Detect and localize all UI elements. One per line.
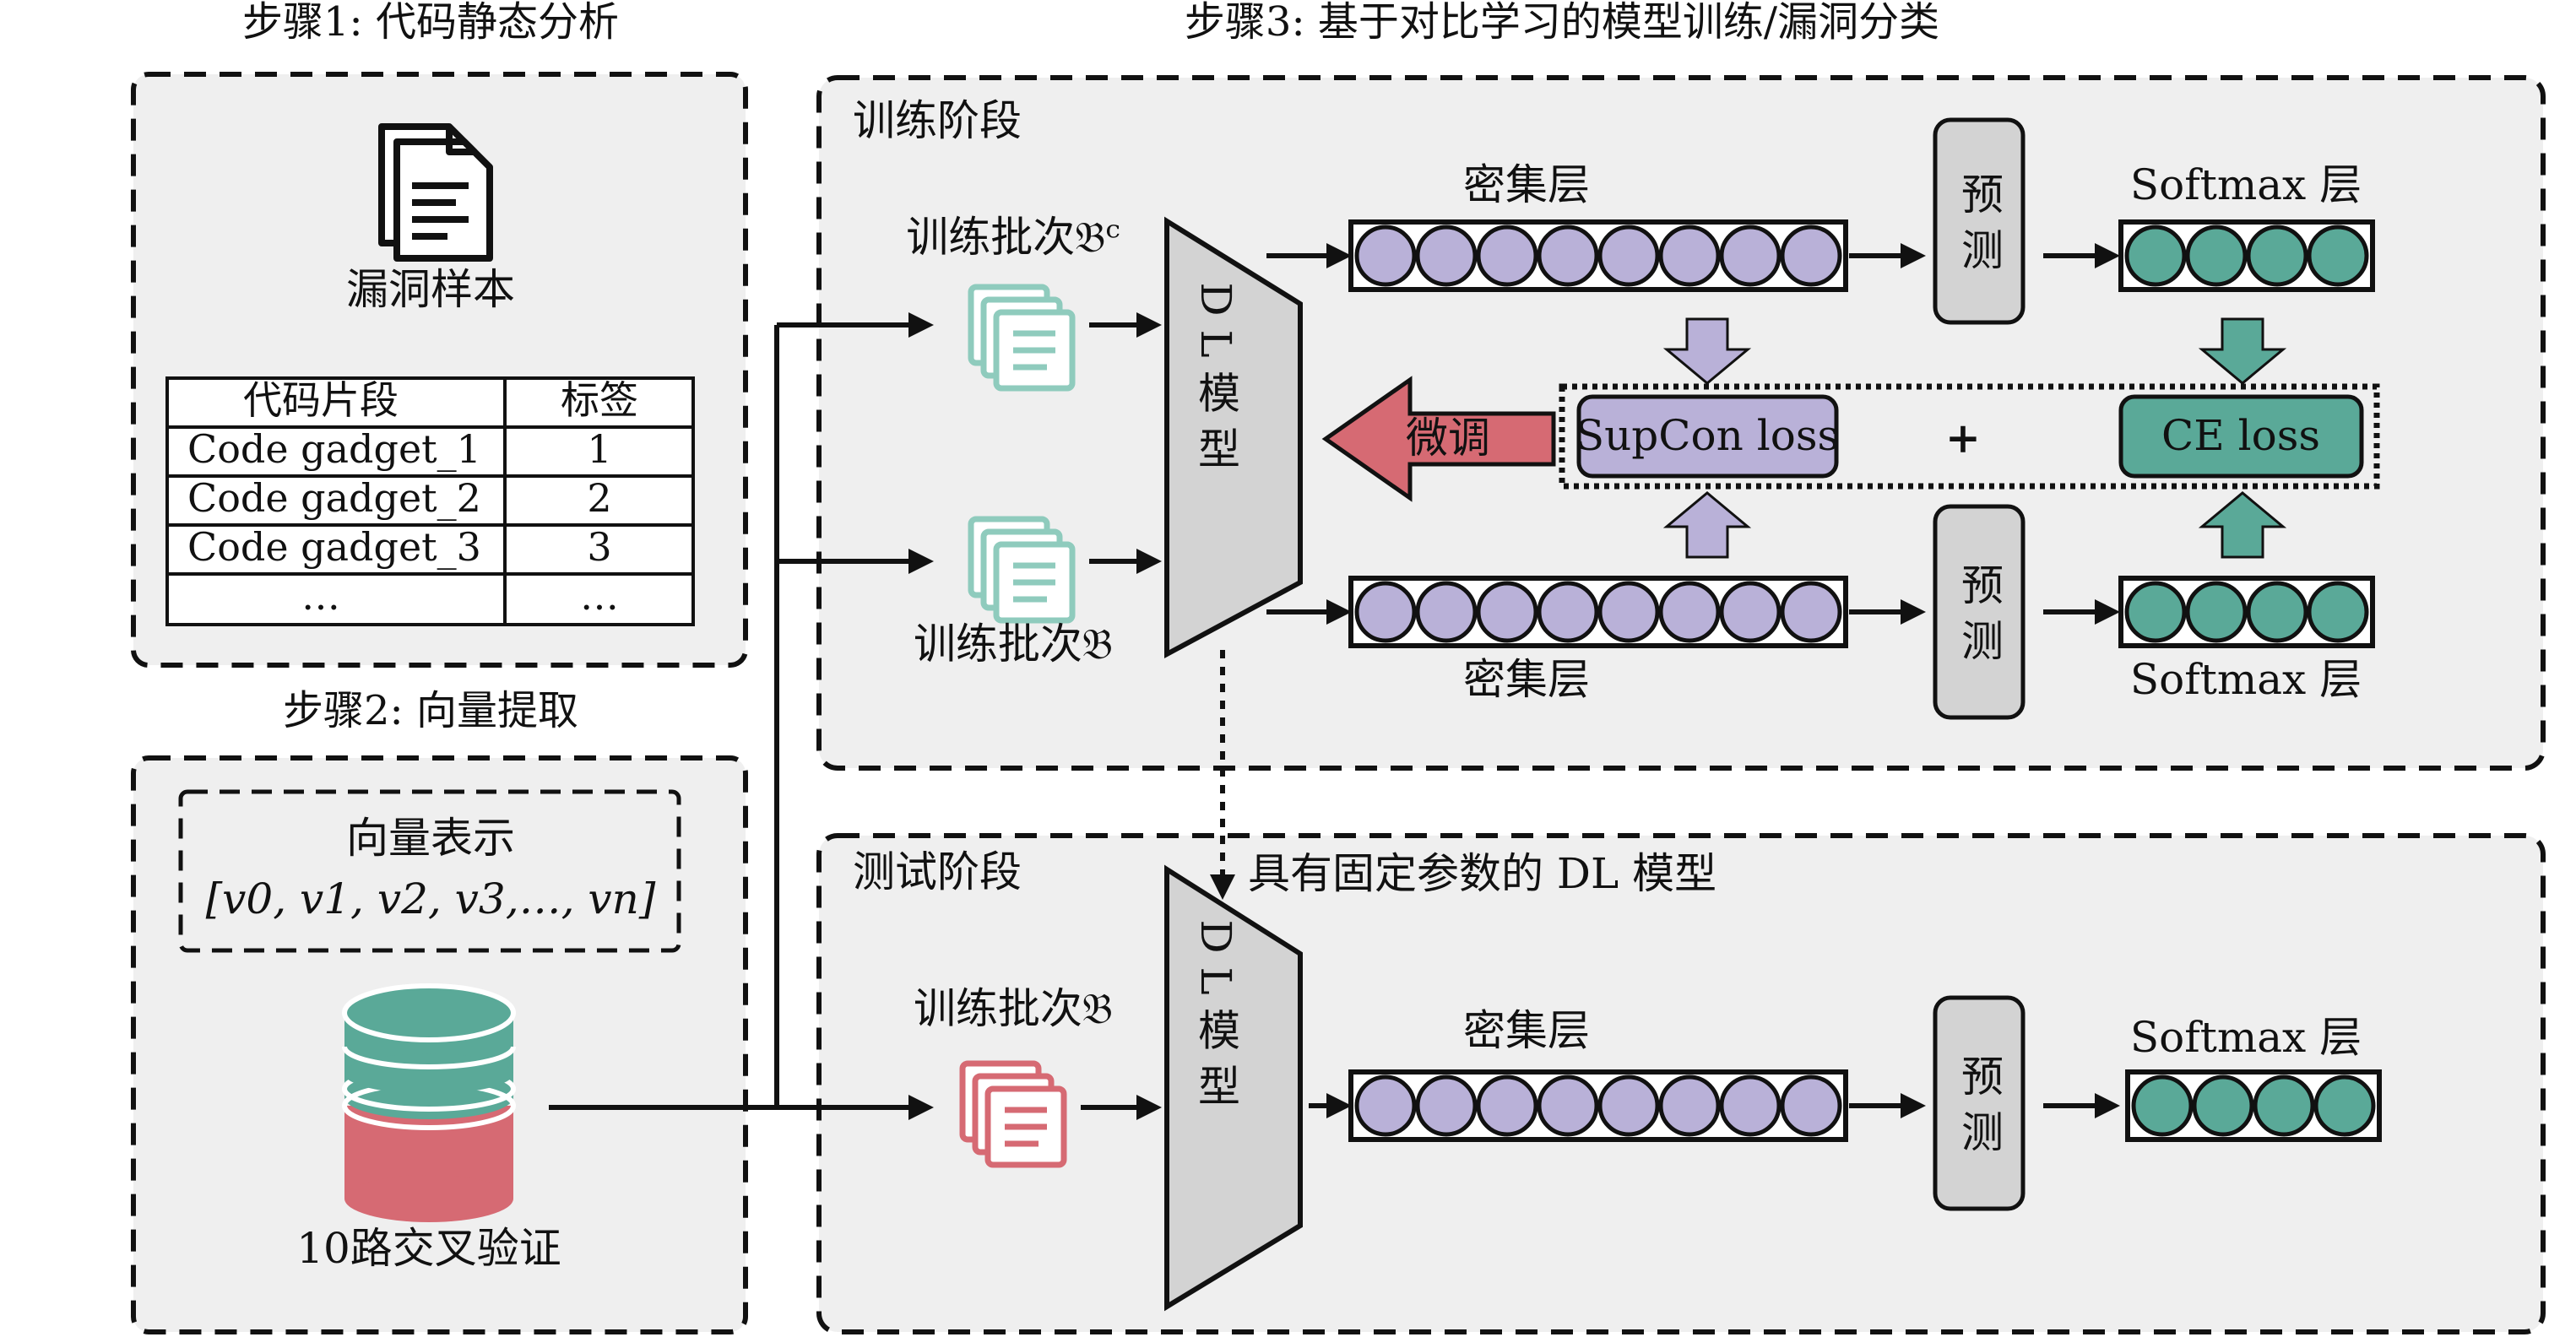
predict-label: 预 测 — [1955, 172, 2004, 270]
softmax-node — [2307, 225, 2369, 287]
dense-node — [1597, 581, 1660, 643]
dense-layers — [1348, 219, 1848, 1142]
batch-c-icon — [968, 284, 1076, 392]
predict-box-train-top — [1933, 117, 2026, 325]
test-batch-icon — [959, 1060, 1067, 1168]
table-cell: 2 — [587, 475, 611, 521]
softmax-layers — [2118, 219, 2382, 1142]
dense-node — [1476, 225, 1538, 287]
dl-model-test — [1164, 864, 1303, 1312]
dense-node — [1354, 581, 1417, 643]
dense-node — [1597, 225, 1660, 287]
dense-node — [1415, 581, 1478, 643]
vector-representation-box — [178, 789, 681, 953]
dense-node — [1354, 225, 1417, 287]
dense-node — [1719, 1074, 1782, 1137]
softmax-node — [2185, 225, 2248, 287]
loss-group — [1559, 383, 2380, 490]
dense-node — [1537, 225, 1599, 287]
dense-node — [1780, 581, 1842, 643]
softmax-label: Softmax 层 — [2130, 160, 2362, 209]
supcon-loss-box — [1576, 394, 1839, 479]
dense-node — [1537, 1074, 1599, 1137]
loss-block-arrows — [1662, 317, 2287, 559]
document-icon — [378, 123, 493, 262]
dense-node — [1537, 581, 1599, 643]
batch-arrows — [1081, 312, 1162, 1120]
table-cell: Code gadget_2 — [187, 475, 481, 521]
table-header-snippet: 代码片段 — [243, 377, 399, 423]
softmax-node — [2246, 581, 2308, 643]
dense-node — [1354, 1074, 1417, 1137]
dense-label: 密集层 — [1463, 160, 1590, 209]
table-cell: Code gadget_1 — [187, 426, 481, 472]
step2-title: 步骤2: 向量提取 — [283, 687, 578, 734]
table-cell: 3 — [587, 524, 611, 570]
plus-sign: + — [1945, 413, 1981, 463]
batch-label: 训练批次𝔅 — [914, 620, 1113, 668]
batch-icon — [968, 516, 1076, 624]
predict-label: 预 测 — [1955, 1054, 2004, 1152]
softmax-node — [2253, 1074, 2315, 1137]
predict-box-train-bottom — [1933, 504, 2026, 720]
table-cell: … — [301, 573, 340, 619]
table-cell: 1 — [587, 426, 611, 472]
dense-node — [1658, 1074, 1721, 1137]
table-header-label: 标签 — [561, 377, 638, 423]
softmax-node — [2192, 1074, 2254, 1137]
fixed-model-label: 具有固定参数的 DL 模型 — [1248, 849, 1716, 898]
softmax-node — [2124, 581, 2187, 643]
dense-to-predict-arrows — [1849, 243, 1926, 1118]
softmax-node — [2131, 1074, 2194, 1137]
step3-title: 步骤3: 基于对比学习的模型训练/漏洞分类 — [1185, 0, 1939, 46]
softmax-node — [2307, 581, 2369, 643]
softmax-node — [2313, 1074, 2376, 1137]
dense-node — [1658, 225, 1721, 287]
predict-label: 预 测 — [1955, 563, 2004, 661]
predict-to-softmax-arrows — [2043, 243, 2120, 1118]
dense-node — [1415, 225, 1478, 287]
model-to-dense-arrows — [1266, 243, 1352, 1118]
database-icon — [342, 983, 516, 1222]
testing-stage-label: 测试阶段 — [853, 847, 1022, 896]
ce-loss-box — [2118, 394, 2364, 479]
dl-model-train — [1164, 216, 1303, 659]
vector-title: 向量表示 — [346, 814, 515, 863]
batch-c-label: 训练批次𝔅ᶜ — [906, 213, 1120, 262]
dense-label: 密集层 — [1463, 655, 1590, 704]
softmax-node — [2246, 225, 2308, 287]
softmax-node — [2124, 225, 2187, 287]
softmax-label: Softmax 层 — [2130, 655, 2362, 704]
dense-node — [1476, 1074, 1538, 1137]
supcon-loss-label: SupCon loss — [1575, 411, 1839, 460]
softmax-node — [2185, 581, 2248, 643]
finetune-label: 微调 — [1406, 414, 1490, 463]
predict-box-test — [1933, 995, 2026, 1211]
input-connectors — [549, 312, 934, 1120]
dl-model-label: D L 模 型 — [1191, 283, 1240, 469]
dense-node — [1658, 581, 1721, 643]
vector-expression: [v0, v1, v2, v3,…, vn] — [206, 874, 656, 923]
dense-node — [1719, 581, 1782, 643]
table-cell: Code gadget_3 — [187, 524, 481, 570]
training-stage-label: 训练阶段 — [853, 96, 1022, 145]
dense-node — [1719, 225, 1782, 287]
step1-title: 步骤1: 代码静态分析 — [242, 0, 619, 46]
dense-node — [1415, 1074, 1478, 1137]
dense-node — [1476, 581, 1538, 643]
dense-node — [1780, 225, 1842, 287]
finetune-arrow — [1321, 376, 1556, 502]
dense-node — [1597, 1074, 1660, 1137]
test-batch-label: 训练批次𝔅 — [914, 984, 1113, 1033]
code-gadget-table — [165, 376, 695, 626]
dense-node — [1780, 1074, 1842, 1137]
ce-loss-label: CE loss — [2161, 411, 2320, 460]
dense-label: 密集层 — [1463, 1006, 1590, 1055]
softmax-label: Softmax 层 — [2130, 1013, 2362, 1062]
cross-validation-label: 10路交叉验证 — [296, 1224, 561, 1273]
vulnerability-sample-label: 漏洞样本 — [346, 265, 515, 314]
dl-model-label: D L 模 型 — [1191, 920, 1240, 1107]
table-cell: … — [580, 573, 619, 619]
